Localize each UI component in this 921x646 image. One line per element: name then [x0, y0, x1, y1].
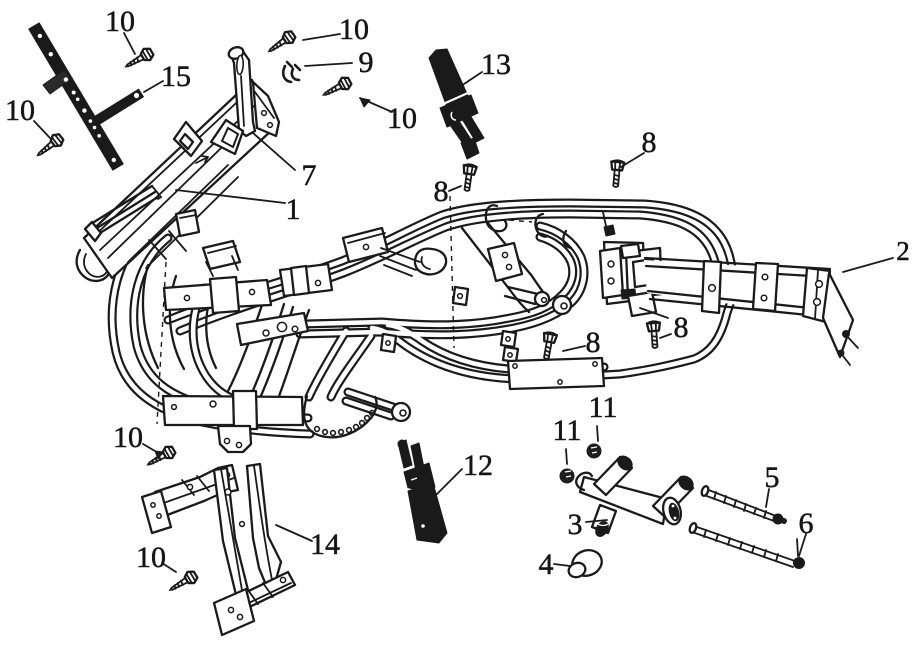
svg-text:9: 9 — [359, 46, 374, 79]
svg-text:3: 3 — [568, 508, 583, 541]
svg-text:8: 8 — [434, 175, 449, 208]
svg-text:10: 10 — [105, 5, 135, 38]
svg-text:8: 8 — [642, 126, 657, 159]
svg-text:12: 12 — [463, 449, 493, 482]
svg-text:10: 10 — [387, 102, 417, 135]
svg-text:8: 8 — [674, 311, 689, 344]
svg-text:1: 1 — [286, 193, 301, 226]
svg-text:14: 14 — [310, 528, 340, 561]
svg-text:4: 4 — [539, 548, 554, 581]
svg-text:2: 2 — [896, 236, 910, 266]
svg-text:11: 11 — [589, 391, 618, 424]
svg-text:5: 5 — [765, 461, 780, 494]
svg-text:10: 10 — [113, 421, 143, 454]
svg-text:10: 10 — [136, 541, 166, 574]
svg-text:7: 7 — [302, 159, 317, 192]
svg-text:10: 10 — [339, 13, 369, 46]
svg-text:6: 6 — [799, 507, 814, 540]
svg-text:13: 13 — [481, 48, 511, 81]
svg-text:10: 10 — [5, 94, 35, 127]
svg-text:11: 11 — [553, 414, 582, 447]
svg-text:15: 15 — [161, 60, 191, 93]
svg-text:8: 8 — [586, 326, 601, 359]
